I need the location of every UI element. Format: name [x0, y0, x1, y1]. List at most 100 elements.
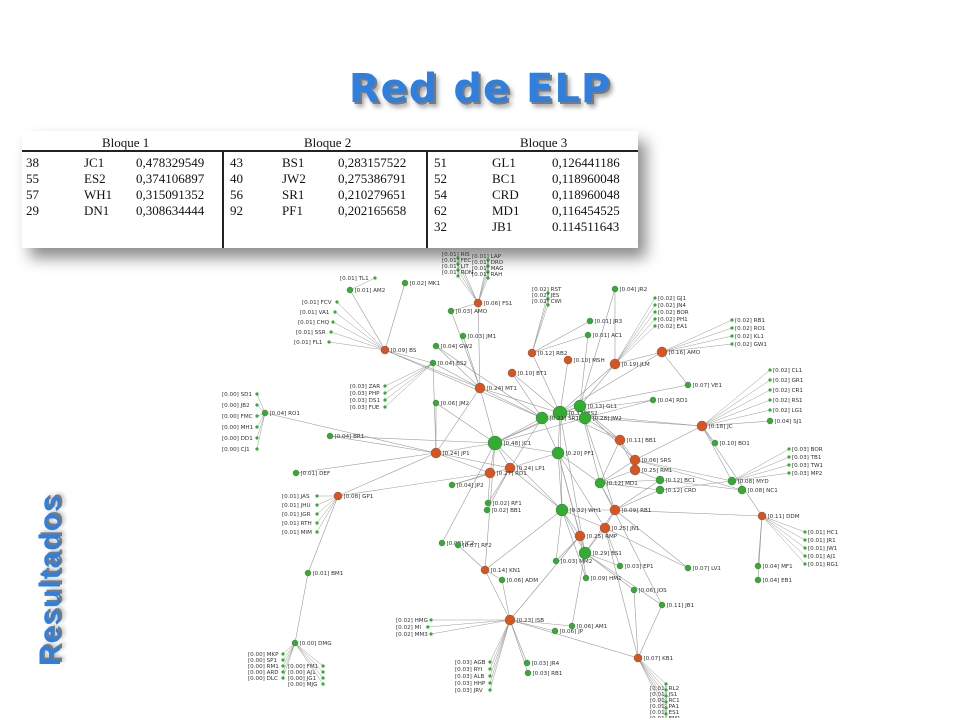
leaf-label: [0.00] DD1: [222, 436, 253, 442]
leaf-node: [803, 546, 807, 550]
network-graph: [0.00] SD1[0.00] JB2[0.00] FMC[0.00] MH1…: [222, 252, 839, 718]
leaf-node: [335, 300, 339, 304]
network-edge: [509, 452, 559, 469]
table-cell-id: ES2: [84, 171, 106, 186]
table-cell-num: 32: [434, 219, 447, 234]
leaf-label: [0.02] RB1: [735, 318, 765, 324]
network-node: [430, 447, 442, 459]
network-node: [656, 346, 668, 358]
network-edge: [599, 482, 663, 606]
network-edge: [457, 544, 486, 571]
leaf-label: [0.00] JB2: [222, 403, 250, 409]
network-node: [552, 405, 568, 421]
network-node: [757, 511, 767, 521]
leaf-node: [664, 712, 668, 716]
network-edge: [757, 515, 763, 581]
leaf-label: [0.01] JS1: [650, 692, 678, 698]
network-node: [551, 446, 565, 460]
network-node: [507, 368, 517, 378]
leaf-edge: [614, 318, 656, 365]
network-node: [535, 411, 549, 425]
network-edge: [531, 352, 561, 414]
network-node: [658, 601, 666, 609]
table-cell-id: BS1: [282, 155, 305, 170]
leaf-label: [0.01] RON: [442, 270, 473, 276]
network-node: [578, 546, 592, 560]
leaf-label: [0.01] LAP: [472, 254, 502, 260]
leaf-label: [0.01] TL1: [340, 276, 369, 282]
table-cell-val: 0,275386791: [338, 171, 407, 186]
network-edge: [384, 349, 481, 389]
node-label: [0.06] FS1: [484, 301, 513, 307]
leaf-edge: [761, 515, 806, 533]
table-cell-num: 92: [230, 203, 243, 218]
leaf-label: [0.00] MJG: [288, 682, 317, 688]
leaf-label: [0.03] TW1: [792, 463, 824, 469]
leaf-edge: [384, 362, 434, 401]
leaf-label: [0.03] AGB: [455, 660, 486, 666]
leaf-label: [0.01] JAS: [282, 494, 310, 500]
network-edge: [384, 282, 406, 351]
leaf-node: [456, 268, 460, 272]
network-node: [629, 464, 641, 476]
node-label: [0.02] BB1: [492, 508, 522, 514]
network-node: [727, 476, 737, 486]
node-label: [0.24] MT1: [487, 386, 518, 392]
leaf-label: [0.00] DLC: [248, 676, 278, 682]
leaf-label: [0.01] JGR: [282, 512, 311, 518]
table-cell-val: 0,116454525: [552, 203, 620, 218]
node-label: [0.03] AMO: [456, 309, 488, 315]
leaf-node: [315, 530, 319, 534]
network-node: [586, 317, 594, 325]
leaf-label: [0.02] KL1: [735, 334, 764, 340]
node-label: [0.06] AM1: [577, 624, 608, 630]
network-edge: [701, 420, 771, 427]
leaf-node: [653, 303, 657, 307]
node-label: [0.06] ADM: [507, 578, 539, 584]
leaf-label: [0.01] JW1: [808, 546, 838, 552]
node-label: [0.04] BS2: [438, 361, 467, 367]
leaf-label: [0.02] LG1: [773, 408, 803, 414]
network-node: [599, 522, 611, 534]
leaf-label: [0.02] GW1: [735, 342, 767, 348]
network-edge: [494, 417, 586, 444]
leaf-node: [331, 320, 335, 324]
leaf-label: [0.03] FUE: [350, 405, 380, 411]
leaf-label: [0.00] FMC: [222, 414, 253, 420]
leaf-label: [0.02] RST: [532, 287, 562, 293]
node-label: [0.13] GL1: [588, 404, 618, 410]
network-edge: [614, 509, 763, 517]
network-edge: [462, 335, 481, 389]
network-node: [380, 345, 390, 355]
network-edge: [561, 509, 606, 529]
leaf-label: [0.02] CR1: [773, 388, 803, 394]
node-label: [0.03] JR4: [532, 661, 560, 667]
network-edge: [511, 372, 561, 414]
table-cell-num: 56: [230, 187, 243, 202]
network-edge: [432, 362, 437, 454]
network-edge: [509, 619, 639, 659]
table-cell-val: 0,126441186: [552, 155, 620, 170]
slide-title: Red de ELP: [348, 66, 612, 112]
leaf-edge: [731, 448, 790, 482]
leaf-edge: [701, 379, 771, 427]
node-label: [0.03] RB1: [533, 671, 563, 677]
leaf-label: [0.03] PHP: [350, 391, 380, 397]
network-node: [633, 653, 643, 663]
network-edge: [477, 302, 481, 389]
network-node: [454, 541, 462, 549]
network-edge: [634, 459, 743, 491]
network-edge: [509, 619, 556, 632]
network-node: [578, 411, 592, 425]
leaf-node: [730, 342, 734, 346]
network-node: [655, 485, 665, 495]
network-node: [291, 639, 299, 647]
network-edge: [614, 479, 661, 511]
network-edge: [531, 334, 589, 354]
leaf-node: [281, 658, 285, 662]
leaf-edge: [731, 456, 790, 482]
leaf-edge: [637, 657, 667, 697]
network-edge: [634, 425, 703, 461]
